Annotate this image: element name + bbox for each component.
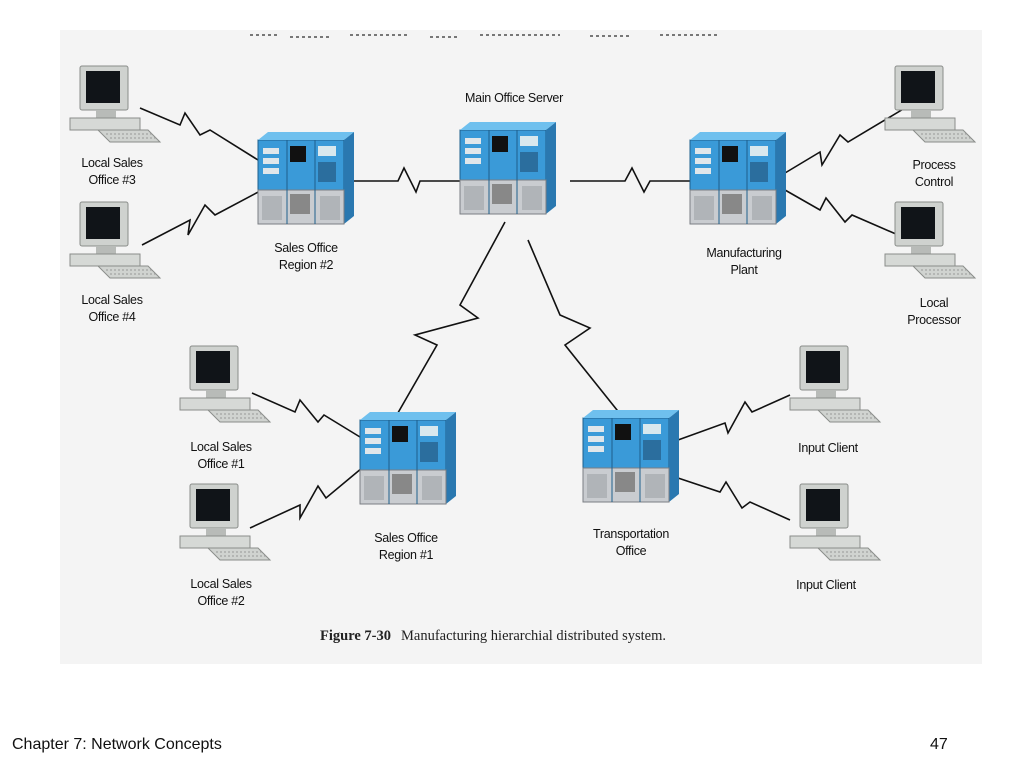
transportation-office-server [582, 409, 680, 503]
local-sales-3-computer [69, 65, 161, 143]
label-main-office-server: Main Office Server [465, 91, 563, 105]
link-transport-ic2 [677, 477, 791, 521]
sales-office-region2-server [257, 131, 355, 225]
label-sales-office-region1: Sales Office Region #1 [374, 531, 438, 562]
link-region2-ls4 [141, 189, 263, 246]
network-links [139, 107, 906, 529]
label-transportation-office: Transportation Office [593, 527, 669, 558]
cropped-text-fragment [240, 30, 760, 42]
input-client-2-computer [789, 483, 881, 561]
link-manu-processor [784, 189, 906, 239]
figure-number: Figure 7-30 [320, 628, 392, 644]
footer-chapter: Chapter 7: Network Concepts [12, 736, 222, 753]
local-processor-computer [884, 201, 976, 279]
link-main-manufacturing [570, 166, 690, 194]
link-main-region2 [345, 166, 465, 195]
link-main-transport [527, 239, 626, 421]
manufacturing-plant-server [689, 131, 787, 225]
label-input-client-1: Input Client [798, 441, 858, 455]
link-transport-ic1 [677, 394, 791, 441]
label-local-processor: Local Processor [907, 296, 961, 327]
label-process-control: Process Control [912, 158, 956, 189]
local-sales-1-computer [179, 345, 271, 423]
label-local-sales-1: Local Sales Office #1 [190, 440, 252, 471]
input-client-1-computer [789, 345, 881, 423]
link-manu-process [784, 107, 906, 174]
sales-office-region1-server [359, 411, 457, 505]
process-control-computer [884, 65, 976, 143]
label-input-client-2: Input Client [796, 578, 856, 592]
label-sales-office-region2: Sales Office Region #2 [274, 241, 338, 272]
figure-caption: Figure 7-30 Manufacturing hierarchial dis… [320, 628, 666, 645]
link-region1-ls1 [251, 392, 361, 438]
link-main-region1 [394, 221, 506, 419]
link-region2-ls3 [139, 107, 259, 161]
label-local-sales-2: Local Sales Office #2 [190, 577, 252, 608]
main-office-server [459, 121, 557, 215]
local-sales-4-computer [69, 201, 161, 279]
label-local-sales-3: Local Sales Office #3 [81, 156, 143, 187]
local-sales-2-computer [179, 483, 271, 561]
label-local-sales-4: Local Sales Office #4 [81, 293, 143, 324]
figure-caption-text: Manufacturing hierarchial distributed sy… [401, 628, 666, 644]
link-region1-ls2 [249, 467, 363, 529]
label-manufacturing-plant: Manufacturing Plant [706, 246, 782, 277]
footer-page-number: 47 [930, 736, 948, 753]
